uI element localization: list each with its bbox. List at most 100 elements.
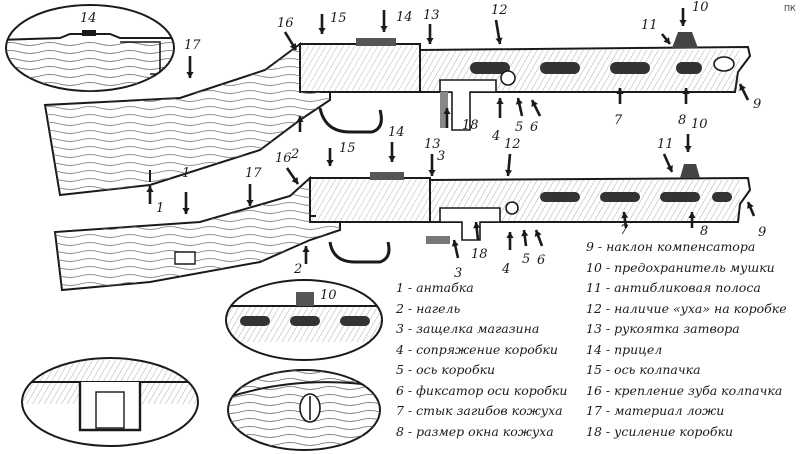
legend-item-16: 16 - крепление зуба колпачка bbox=[586, 382, 783, 398]
callout-arrow-head bbox=[521, 230, 529, 237]
callout-arrow-head bbox=[679, 20, 687, 26]
callout-6-top: 6 bbox=[530, 120, 538, 135]
callout-8-top: 8 bbox=[678, 113, 686, 128]
callouts-top: 14 17 16 15 14 13 12 11 10 9 8 7 6 5 4 1… bbox=[80, 0, 761, 216]
callout-11-top: 11 bbox=[641, 18, 658, 33]
callout-arrow-head bbox=[302, 246, 310, 252]
callouts-bottom: 14 13 12 11 10 9 8 7 6 5 4 18 3 2 1 17 1… bbox=[182, 117, 766, 281]
callout-1-bottom: 1 bbox=[182, 166, 190, 181]
callout-4-bottom: 4 bbox=[501, 262, 510, 277]
callout-arrow-head bbox=[747, 202, 754, 209]
legend-item-11: 11 - антибликовая полоса bbox=[586, 280, 761, 295]
legend-item-9: 9 - наклон компенсатора bbox=[586, 239, 756, 254]
callout-arrow-head bbox=[326, 160, 334, 166]
callout-16-bottom: 16 bbox=[275, 151, 292, 166]
callout-arrow-head bbox=[443, 108, 451, 114]
callout-15-bottom: 15 bbox=[339, 141, 356, 156]
callout-3-top: 3 bbox=[437, 149, 445, 164]
callout-14-top: 14 bbox=[396, 10, 413, 25]
callout-17-bottom: 17 bbox=[245, 166, 262, 181]
callout-4-top: 4 bbox=[491, 129, 500, 144]
callout-14-inset: 14 bbox=[80, 11, 97, 26]
callout-15-top: 15 bbox=[330, 11, 347, 26]
callout-12-bottom: 12 bbox=[504, 137, 521, 152]
callout-arrow-head bbox=[616, 88, 624, 94]
legend-item-12: 12 - наличие «уха» на коробке bbox=[586, 300, 787, 316]
legend-item-15: 15 - ось колпачка bbox=[586, 362, 701, 377]
callout-12-top: 12 bbox=[491, 3, 508, 18]
callout-13-bottom: 13 bbox=[424, 137, 441, 152]
callout-arrow-head bbox=[531, 100, 538, 107]
callout-arrow-head bbox=[621, 212, 629, 219]
legend-item-17: 17 - материал ложи bbox=[586, 403, 725, 418]
callout-16-top: 16 bbox=[277, 16, 294, 31]
legend-item-10: 10 - предохранитель мушки bbox=[586, 259, 775, 275]
legend-item-7: 7 - стык загибов кожуха bbox=[396, 403, 563, 418]
legend-right: 9 - наклон компенсатора 10 - предохранит… bbox=[586, 237, 787, 442]
callouts-inset: 10 bbox=[320, 288, 337, 303]
inset-receiver-detail bbox=[21, 357, 199, 447]
callout-8-bottom: 8 bbox=[700, 224, 708, 239]
callout-2-bottom: 2 bbox=[293, 262, 302, 277]
callout-arrow-head bbox=[388, 156, 396, 162]
callout-arrow-head bbox=[739, 84, 746, 91]
callout-11-bottom: 11 bbox=[657, 137, 674, 152]
legend-item-5: 5 - ось коробки bbox=[396, 362, 496, 377]
legend-item-13: 13 - рукоятка затвора bbox=[586, 321, 740, 336]
inset-front-sight bbox=[225, 279, 383, 361]
legend-item-8: 8 - размер окна кожуха bbox=[396, 423, 554, 439]
callout-7-top: 7 bbox=[614, 113, 623, 128]
callout-arrow-head bbox=[682, 88, 690, 94]
callout-arrow-head bbox=[688, 212, 696, 218]
callout-17-top: 17 bbox=[184, 38, 201, 53]
legend-item-1: 1 - антабка bbox=[396, 280, 474, 295]
callout-18-bottom: 18 bbox=[471, 247, 488, 262]
callout-7-bottom: 7 bbox=[620, 223, 629, 238]
callout-arrow-head bbox=[534, 230, 542, 237]
callout-arrow-head bbox=[473, 222, 481, 229]
legend-item-6: 6 - фиксатор оси коробки bbox=[396, 382, 568, 398]
callout-5-top: 5 bbox=[515, 120, 523, 135]
callout-1-top: 1 bbox=[156, 201, 164, 216]
callout-arrow-head bbox=[505, 169, 513, 176]
callout-13-top: 13 bbox=[423, 8, 440, 23]
callout-18-top: 18 bbox=[462, 118, 479, 133]
callout-arrow-head bbox=[146, 186, 154, 192]
callout-arrow-head bbox=[666, 165, 673, 172]
callout-arrow-head bbox=[506, 232, 514, 238]
callout-arrow-head bbox=[428, 170, 436, 176]
callout-arrow-head bbox=[495, 37, 503, 44]
legend-item-3: 3 - защелка магазина bbox=[396, 321, 540, 336]
callout-3-bottom: 3 bbox=[454, 266, 462, 281]
callout-10-bottom: 10 bbox=[691, 117, 708, 132]
callout-arrow-head bbox=[296, 116, 304, 122]
legend-item-18: 18 - усиление коробки bbox=[586, 423, 734, 439]
top-gun-silhouette bbox=[43, 32, 752, 197]
callout-14-bottom: 14 bbox=[388, 125, 405, 140]
callout-arrow-head bbox=[426, 38, 434, 44]
callout-arrow-head bbox=[496, 98, 504, 104]
bottom-gun-silhouette bbox=[53, 164, 752, 292]
artist-signature: ПК bbox=[784, 4, 796, 13]
callout-9-bottom: 9 bbox=[758, 225, 766, 240]
callout-2-top: 2 bbox=[290, 147, 299, 162]
callout-arrow-head bbox=[515, 98, 523, 105]
callout-10-inset: 10 bbox=[320, 288, 337, 303]
callout-arrow-head bbox=[182, 208, 190, 214]
callout-arrow-head bbox=[289, 43, 296, 50]
legend-item-14: 14 - прицел bbox=[586, 341, 663, 357]
callout-9-top: 9 bbox=[753, 97, 761, 112]
inset-stock-detail bbox=[227, 369, 381, 451]
callout-arrow-head bbox=[318, 28, 326, 34]
callout-arrow-head bbox=[246, 200, 254, 206]
callout-arrow-head bbox=[186, 72, 194, 78]
callout-arrow-head bbox=[663, 37, 670, 44]
callout-arrow-head bbox=[380, 26, 388, 32]
callout-arrow-head bbox=[451, 240, 459, 247]
callout-arrows bbox=[146, 8, 756, 264]
legend-item-2: 2 - нагель bbox=[396, 300, 461, 316]
callout-arrow-head bbox=[684, 146, 692, 152]
callout-5-bottom: 5 bbox=[522, 252, 530, 267]
legend-left: 1 - антабка 2 - нагель 3 - защелка магаз… bbox=[396, 278, 567, 442]
